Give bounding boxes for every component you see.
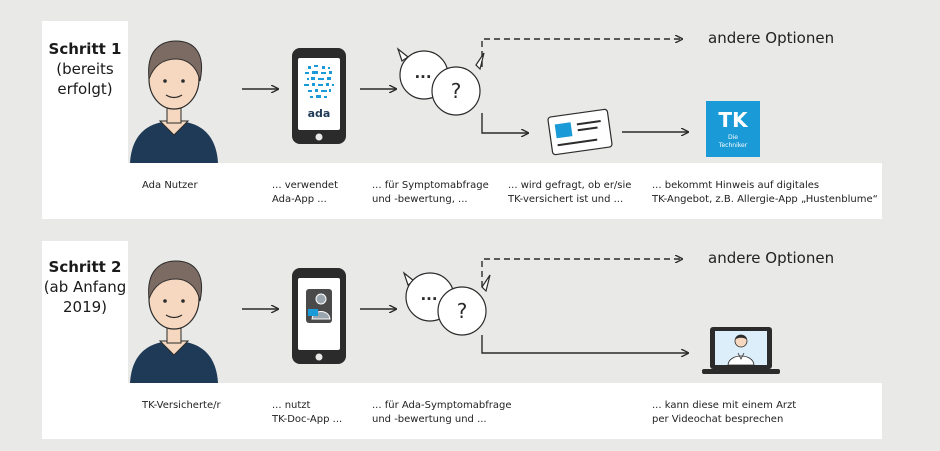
step1-caption-2: ... für Symptomabfrage und -bewertung, .…: [372, 180, 489, 205]
step1-title: Schritt 1: [48, 40, 122, 58]
step1-subtitle-line1: (bereits: [56, 60, 114, 78]
step2-panel: Schritt 2 (ab Anfang 2019): [42, 241, 882, 439]
person-icon: [130, 40, 218, 163]
step1-caption-4: ... bekommt Hinweis auf digitales TK-Ang…: [652, 180, 878, 205]
step1-title-block: Schritt 1 (bereits erfolgt): [42, 39, 128, 99]
step2-person-label: TK-Versicherte/r: [142, 400, 221, 411]
step1-subtitle-line2: erfolgt): [57, 80, 113, 98]
ada-logo-text: ada: [308, 107, 331, 120]
step2-caption-3: ... kann diese mit einem Arzt per Videoc…: [652, 400, 797, 425]
bubble-question: ?: [451, 79, 462, 103]
step2-subtitle-line1: (ab Anfang: [43, 278, 127, 296]
tk-logo-mark: TK: [718, 108, 749, 132]
bubble-dots: ...: [414, 64, 431, 82]
step2-caption-2: ... für Ada-Symptomabfrage und -bewertun…: [372, 400, 512, 425]
step1-person-label: Ada Nutzer: [142, 180, 198, 191]
arrow-to-videochat: [481, 335, 688, 353]
insurance-card-icon: [547, 108, 613, 156]
step2-title-block: Schritt 2 (ab Anfang 2019): [42, 257, 128, 317]
person-icon: [130, 260, 218, 383]
dashed-arrow-other-options: [481, 259, 682, 287]
step1-panel: Schritt 1 (bereits erfolgt): [42, 21, 882, 219]
step2-caption-1: ... nutzt TK-Doc-App ...: [272, 400, 343, 425]
step1-other-options: andere Optionen: [708, 29, 835, 47]
tk-logo-line2: Techniker: [718, 142, 748, 149]
step2-subtitle-line2: 2019): [62, 298, 108, 316]
bubble-dots: ...: [420, 286, 437, 304]
step1-illustration: ada ... ?: [130, 21, 760, 163]
dashed-arrow-other-options: [481, 39, 682, 67]
tk-logo-line1: Die: [728, 134, 738, 141]
videochat-laptop-icon: [702, 327, 780, 374]
chat-bubbles-icon: ... ?: [396, 47, 485, 116]
step2-title: Schritt 2: [48, 258, 122, 276]
tk-logo-icon: TK Die Techniker: [706, 101, 760, 157]
bubble-question: ?: [457, 299, 468, 323]
step1-caption-1: ... verwendet Ada-App ...: [272, 180, 338, 205]
chat-bubbles-icon: ... ?: [402, 271, 491, 336]
ada-app-phone-icon: ada: [292, 48, 346, 144]
step2-illustration: ... ?: [130, 241, 780, 383]
step1-caption-3: ... wird gefragt, ob er/sie TK-versicher…: [508, 180, 632, 205]
step2-other-options: andere Optionen: [708, 249, 835, 267]
tk-doc-app-phone-icon: [292, 268, 346, 364]
arrow-to-insurance-card: [481, 113, 528, 133]
